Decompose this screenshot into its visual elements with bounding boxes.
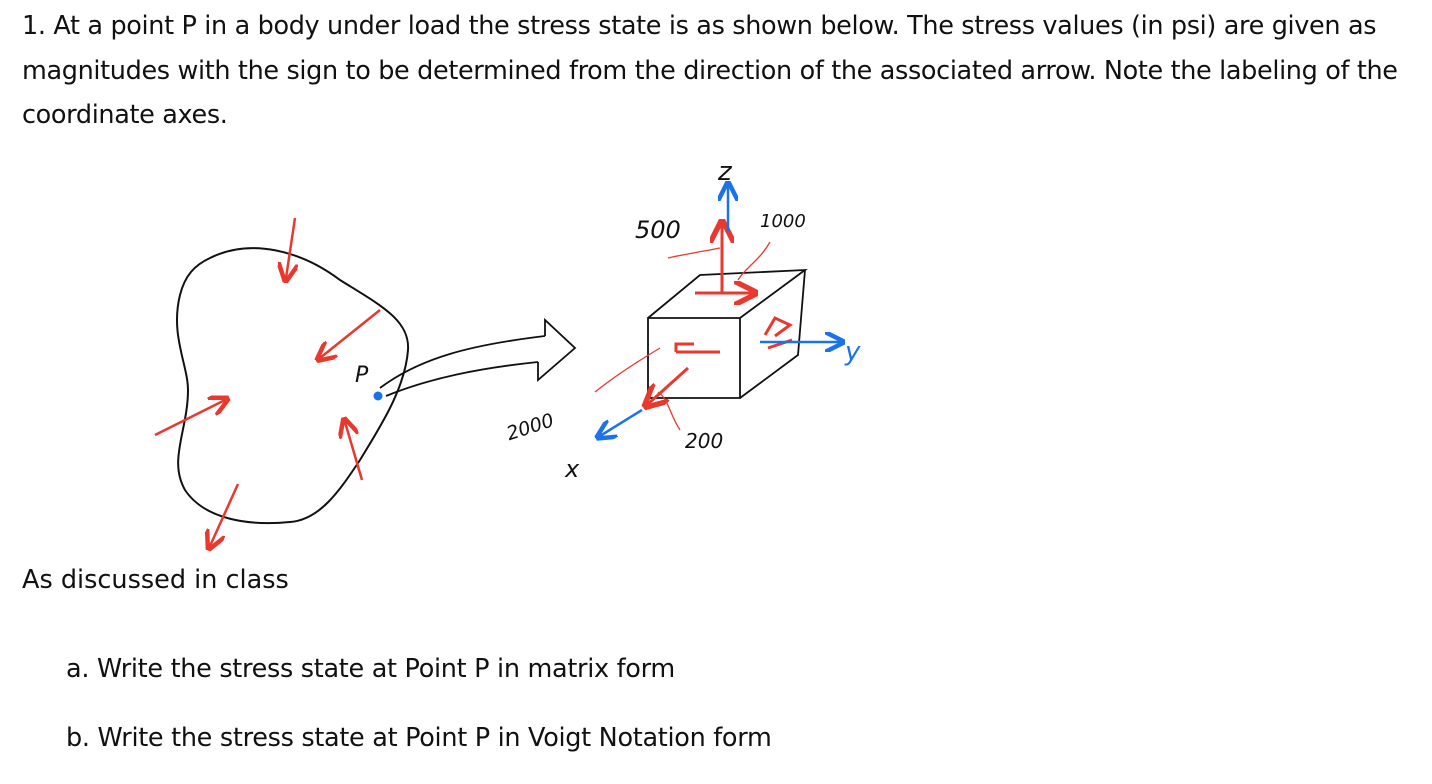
axis-x-label: x [564, 455, 580, 483]
x-normal-stress-arrow [648, 366, 690, 404]
stress-figure: P z y x 500 1000 2000 200 [154, 157, 861, 560]
axis-y-label: y [844, 337, 861, 367]
stress-200-label: 200 [685, 429, 723, 453]
question-a: a. Write the stress state at Point P in … [66, 654, 675, 684]
x-axis-arrow [600, 408, 643, 436]
load-arrow-center [320, 309, 381, 358]
problem-statement: 1. At a point P in a body under load the… [22, 11, 1398, 130]
zoom-arrow [379, 317, 577, 397]
stress-1000-label: 1000 [760, 211, 806, 232]
y-face-stress-arrow [763, 316, 793, 350]
stress-2000-label: 2000 [504, 409, 557, 445]
point-p-label: P [355, 363, 369, 388]
question-b: b. Write the stress state at Point P in … [66, 723, 772, 753]
body-load-arrows [154, 217, 381, 546]
load-arrow-bottom [210, 483, 240, 546]
x-face-shear-arrow [674, 342, 720, 354]
stress-500-label: 500 [635, 216, 681, 244]
load-arrow-lower-right [345, 422, 364, 481]
load-arrow-top [286, 217, 295, 278]
leader-lines [594, 241, 771, 431]
stress-cube [647, 268, 808, 399]
class-note: As discussed in class [22, 565, 289, 595]
load-arrow-left [154, 400, 225, 437]
cube-stress-arrows [648, 225, 793, 404]
coordinate-axes [600, 186, 840, 436]
point-p-dot [373, 391, 383, 401]
axis-z-label: z [717, 157, 733, 187]
loaded-body-outline [176, 247, 410, 525]
